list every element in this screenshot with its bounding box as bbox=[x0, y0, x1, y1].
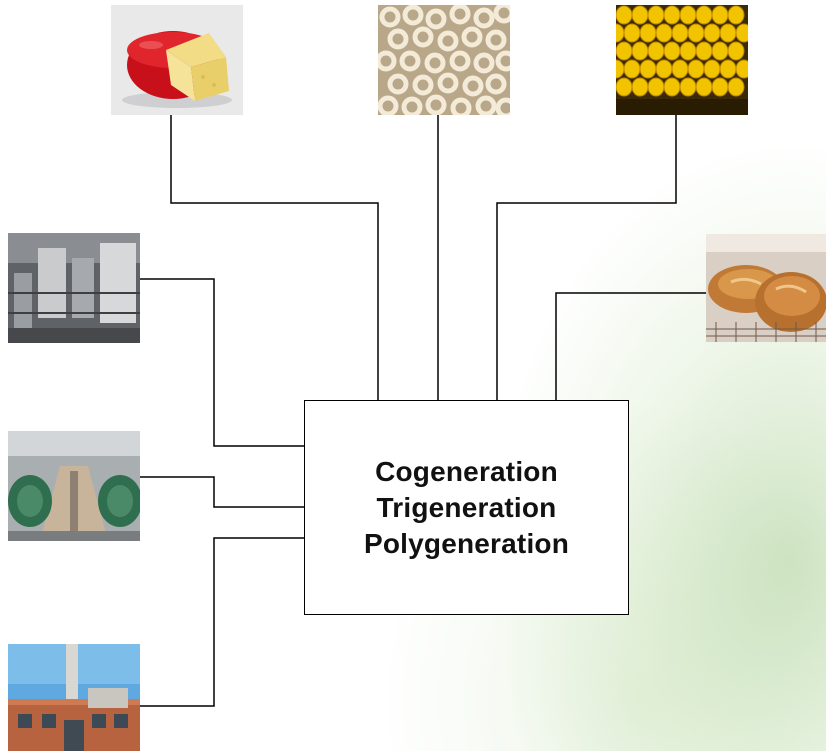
connector-station bbox=[140, 537, 304, 707]
connector-bread bbox=[555, 292, 706, 400]
polygeneration-label: Polygeneration bbox=[363, 527, 570, 559]
cheese-image bbox=[111, 5, 243, 115]
connector-factory bbox=[140, 476, 304, 508]
connector-cheese bbox=[170, 113, 379, 400]
industrial-plant-image bbox=[8, 233, 140, 343]
cogeneration-label: Cogeneration bbox=[375, 455, 558, 487]
bread-image bbox=[706, 234, 826, 342]
pasta-rings-image bbox=[378, 5, 510, 115]
connector-corn bbox=[496, 113, 677, 400]
corn-cob-image bbox=[616, 5, 748, 115]
generation-types-box: Cogeneration Trigeneration Polygeneratio… bbox=[304, 400, 629, 615]
power-station-image bbox=[8, 644, 140, 751]
trigeneration-label: Trigeneration bbox=[376, 491, 557, 523]
connector-plant bbox=[140, 278, 304, 447]
factory-hall-image bbox=[8, 431, 140, 541]
